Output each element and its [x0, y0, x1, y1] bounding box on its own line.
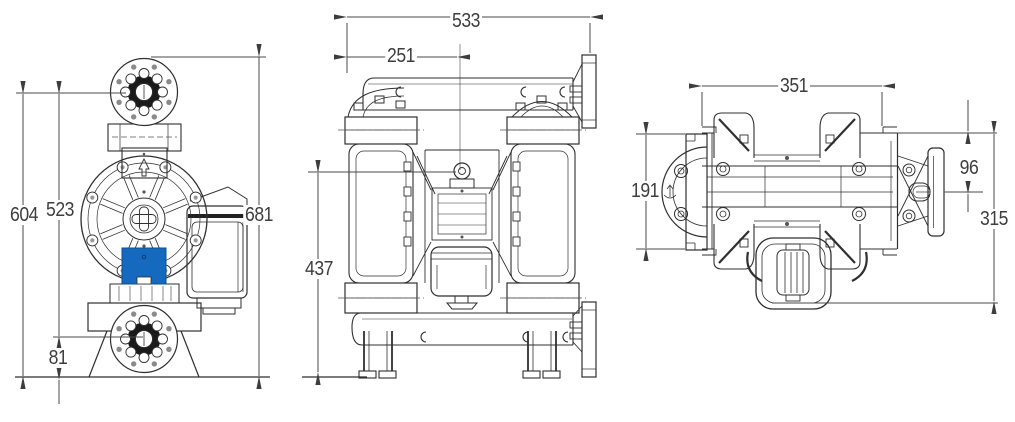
inlet-riser: [121, 147, 168, 179]
dim-label-681: 681: [243, 204, 275, 226]
drain-valve: [445, 302, 479, 310]
top-port-flange: [109, 57, 179, 127]
lifting-eye: [453, 162, 471, 180]
bottom-manifold: [351, 312, 574, 346]
left-chamber: [348, 143, 414, 284]
muffler: [755, 237, 832, 310]
bottom-port-flange: [109, 304, 179, 374]
air-valve-highlight: [121, 247, 167, 285]
diaphragm-domes-top: [713, 112, 861, 158]
anchor-mark-icon: [663, 184, 677, 199]
air-end: [890, 133, 945, 249]
flow-direction-arrow-icon: [138, 157, 150, 177]
left-side-view: [15, 44, 270, 404]
diaphragm-domes-bottom: [713, 224, 861, 270]
left-foot: [358, 331, 397, 379]
right-foot: [522, 331, 561, 379]
dim-label-437: 437: [303, 258, 335, 280]
right-chamber: [510, 143, 576, 284]
discharge-flange-plate: [569, 54, 597, 129]
clamp-bands: [338, 116, 586, 314]
center-body: [702, 133, 897, 249]
dim-label-604: 604: [8, 204, 40, 226]
suction-flange-plate: [569, 301, 597, 378]
center-frame: [424, 149, 500, 283]
top-manifold: [362, 77, 574, 111]
dim-label-251: 251: [385, 45, 417, 67]
dim-label-533: 533: [450, 10, 482, 32]
dim-label-351: 351: [778, 75, 810, 97]
end-flange: [661, 133, 708, 251]
dim-label-523: 523: [44, 199, 76, 221]
flange-block: [107, 123, 182, 152]
right-side-view: [636, 83, 998, 314]
air-valve-block: [430, 246, 493, 310]
air-motor-box: [186, 186, 248, 315]
dim-label-96: 96: [957, 157, 981, 179]
front-view: [302, 14, 603, 385]
dim-label-191: 191: [629, 180, 661, 202]
pump-base: [87, 283, 202, 378]
eye-mount: [449, 178, 475, 189]
dim-label-315: 315: [978, 208, 1010, 230]
dim-label-81: 81: [46, 347, 70, 369]
